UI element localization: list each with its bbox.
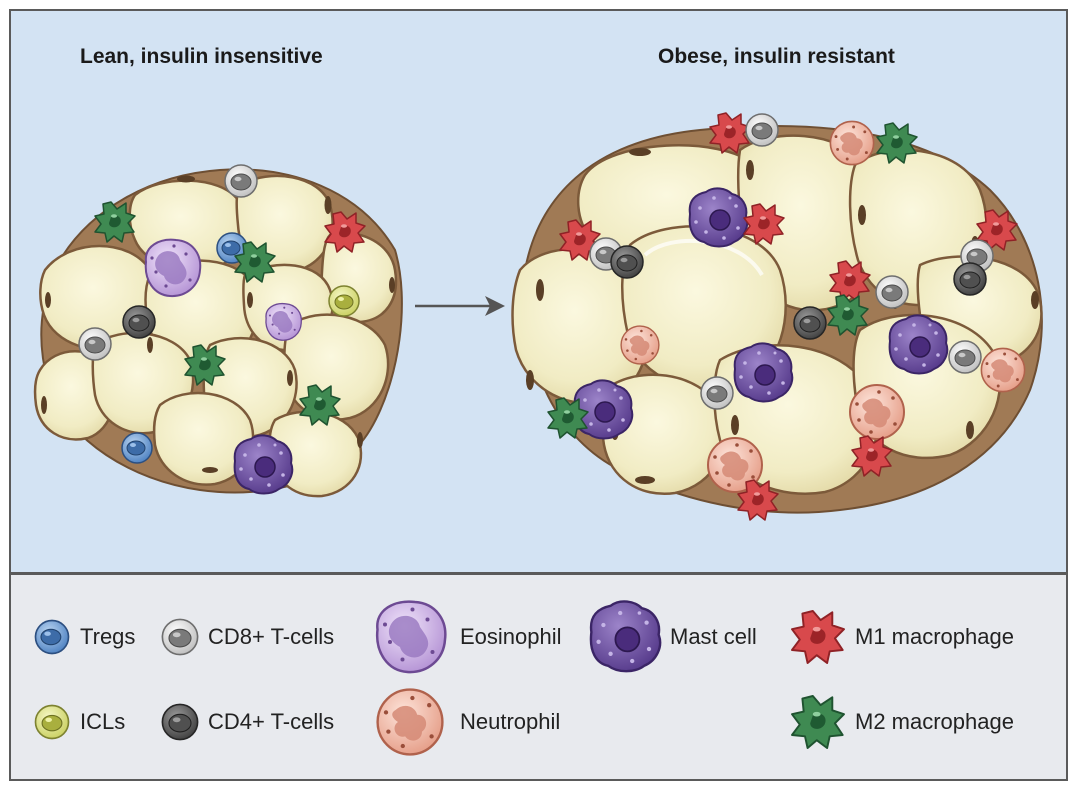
mast-cell xyxy=(233,434,294,495)
legend-m1-macrophage-icon xyxy=(791,610,845,664)
mast-cell xyxy=(688,187,749,248)
cd8-t-cell xyxy=(875,275,909,309)
legend-mast-cell-label: Mast cell xyxy=(670,624,757,649)
legend-cd4-icon xyxy=(161,703,199,741)
legend-m2-label: M2 macrophage xyxy=(855,709,1014,734)
icl-cell xyxy=(328,285,360,317)
legend-eosinophil-icon xyxy=(375,600,447,674)
lean-adipose-cluster xyxy=(33,164,403,498)
cd4-t-cell xyxy=(610,245,644,279)
cd8-t-cell xyxy=(224,164,258,198)
neutrophil xyxy=(849,384,905,440)
legend-icls-label: ICLs xyxy=(80,709,126,734)
legend-neutrophil-icon xyxy=(376,688,444,756)
eosinophil xyxy=(265,302,303,341)
cd8-t-cell xyxy=(948,340,982,374)
legend-tregs-label: Tregs xyxy=(80,624,136,649)
cd4-t-cell xyxy=(953,262,987,296)
legend-mast-cell-icon xyxy=(589,600,662,673)
obese-panel-title: Obese, insulin resistant xyxy=(658,45,895,68)
legend-panel xyxy=(9,573,1068,781)
legend-cd4-label: CD4+ T-cells xyxy=(208,709,335,734)
legend-treg-icon xyxy=(34,619,70,655)
adipocyte xyxy=(152,391,255,486)
cd4-t-cell xyxy=(122,305,156,339)
cd8-t-cell xyxy=(700,376,734,410)
legend-neutrophil-label: Neutrophil xyxy=(460,709,561,734)
neutrophil xyxy=(829,120,875,166)
legend-m1-label: M1 macrophage xyxy=(855,624,1014,649)
lean-panel-title: Lean, insulin insensitive xyxy=(80,45,323,68)
legend-icl-icon xyxy=(34,704,70,740)
mast-cell xyxy=(573,379,634,440)
cd8-t-cell xyxy=(78,327,112,361)
eosinophil xyxy=(144,238,202,298)
neutrophil xyxy=(620,325,660,365)
legend-m2-macrophage-icon xyxy=(791,695,845,749)
legend-eosinophil-label: Eosinophil xyxy=(460,624,562,649)
mast-cell xyxy=(888,314,949,375)
neutrophil xyxy=(980,347,1026,393)
mast-cell xyxy=(733,342,794,403)
cd4-t-cell xyxy=(793,306,827,340)
obese-adipose-cluster xyxy=(511,112,1043,521)
legend-cd8-label: CD8+ T-cells xyxy=(208,624,335,649)
treg-cell xyxy=(121,432,153,464)
progression-arrow xyxy=(415,296,505,316)
legend-cd8-icon xyxy=(161,618,199,656)
cd8-t-cell xyxy=(745,113,779,147)
